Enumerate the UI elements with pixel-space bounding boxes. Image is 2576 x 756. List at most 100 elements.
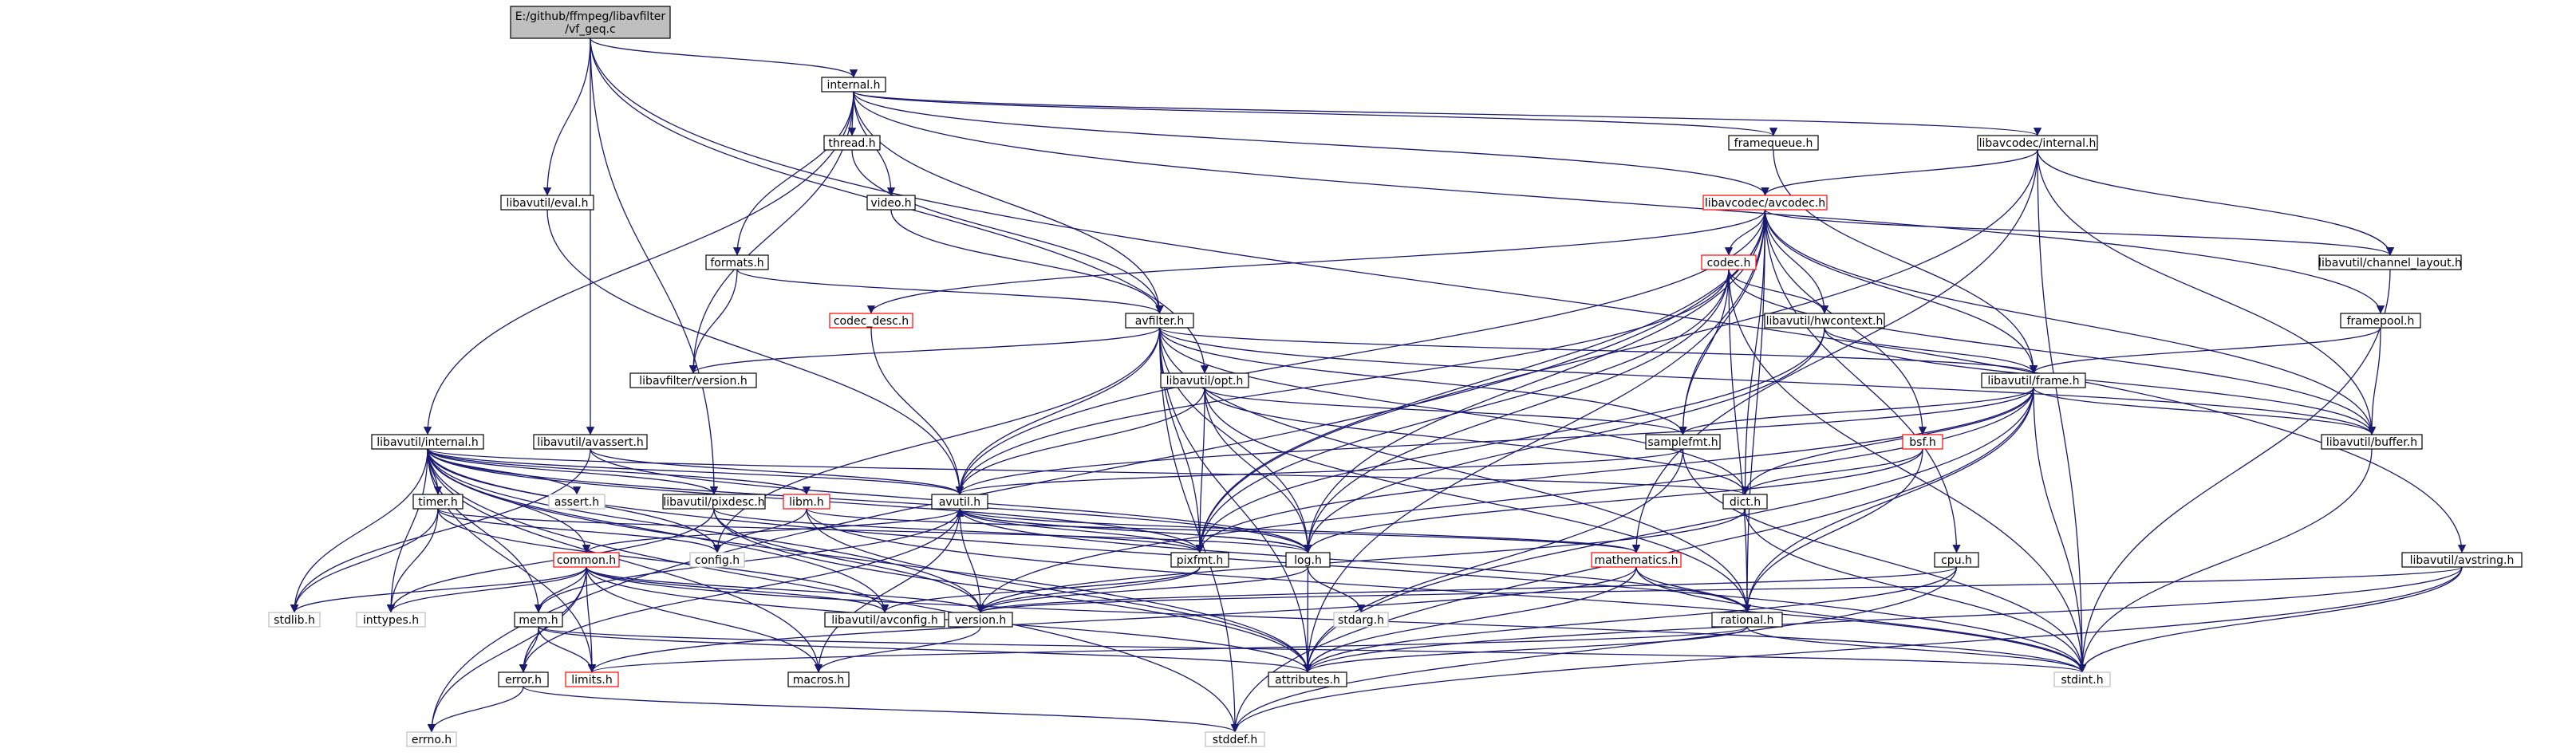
edge-libavcodec_internal_h-to-mathematics_h <box>1631 149 2038 553</box>
edge-libavutil_frame_h-to-avutil_h <box>955 387 2034 495</box>
edge-libavcodec_avcodec_h-to-dict_h <box>1741 209 1766 495</box>
node-label: log.h <box>1294 554 1322 567</box>
node-libavcodec-avcodec-h[interactable]: libavcodec/avcodec.h <box>1702 195 1828 211</box>
edge-codec_h-to-libavutil_hwcontext_h <box>1728 269 1829 314</box>
node-mem-h[interactable]: mem.h <box>514 612 563 628</box>
edge-internal_h-to-framequeue_h <box>853 91 1777 136</box>
node-label: mem.h <box>519 614 558 627</box>
edge-codec_h-to-samplefmt_h <box>1679 269 1730 435</box>
node-bsf-h[interactable]: bsf.h <box>1902 434 1943 450</box>
node-error-h[interactable]: error.h <box>498 671 549 687</box>
edge-avutil_h-to-macros_h <box>814 508 961 673</box>
node-box <box>1902 434 1943 450</box>
edge-framequeue_h-to-libavutil_frame_h <box>1773 149 2038 374</box>
node-attributes-h[interactable]: attributes.h <box>1268 671 1347 687</box>
node-log-h[interactable]: log.h <box>1285 552 1331 568</box>
node-video-h[interactable]: video.h <box>866 195 916 211</box>
edge-libavcodec_avcodec_h-to-errno_h <box>427 209 1766 733</box>
node-libavutil-channel-layout-h[interactable]: libavutil/channel_layout.h <box>2318 254 2462 270</box>
node-rational-h[interactable]: rational.h <box>1711 612 1783 628</box>
edge-libavcodec_internal_h-to-libavutil_channel_layout_h <box>2037 149 2395 256</box>
node-label: avutil.h <box>939 496 980 509</box>
edge-codec_h-to-avutil_h <box>955 269 1730 495</box>
node-box <box>829 313 913 329</box>
edge-internal_h-to-framepool_h <box>853 91 2385 314</box>
node-label: video.h <box>870 197 911 210</box>
edge-libavcodec_avcodec_h-to-codec_desc_h <box>866 209 1766 314</box>
node-label: mathematics.h <box>1594 554 1678 567</box>
node-root[interactable]: E:/github/ffmpeg/libavfilter/vf_geq.c <box>510 6 671 39</box>
node-label: assert.h <box>554 496 599 509</box>
node-libavutil-hwcontext-h[interactable]: libavutil/hwcontext.h <box>1764 313 1885 329</box>
node-box <box>553 552 620 568</box>
node-libavcodec-internal-h[interactable]: libavcodec/internal.h <box>1977 135 2098 151</box>
node-libavutil-pixdesc-h[interactable]: libavutil/pixdesc.h <box>662 494 766 510</box>
node-libavutil-buffer-h[interactable]: libavutil/buffer.h <box>2321 434 2423 450</box>
edge-libavcodec_avcodec_h-to-rational_h <box>1742 209 1766 613</box>
node-framequeue-h[interactable]: framequeue.h <box>1728 135 1819 151</box>
edge-internal_h-to-formats_h <box>732 91 854 256</box>
node-label: config.h <box>695 554 740 567</box>
node-label: common.h <box>557 554 616 567</box>
edge-avfilter_h-to-config_h <box>712 327 1161 553</box>
node-libavutil-eval-h[interactable]: libavutil/eval.h <box>500 195 594 211</box>
node-codec-desc-h[interactable]: codec_desc.h <box>829 313 913 329</box>
node-mathematics-h[interactable]: mathematics.h <box>1591 552 1682 568</box>
node-label: libavfilter/version.h <box>639 375 747 388</box>
edge-samplefmt_h-to-attributes_h <box>1303 448 1684 673</box>
edge-mem_h-to-error_h <box>519 626 539 673</box>
node-libm-h[interactable]: libm.h <box>783 494 830 510</box>
node-timer-h[interactable]: timer.h <box>412 494 464 510</box>
edge-libavutil_internal_h-to-dict_h <box>427 448 1750 495</box>
edge-libavcodec_avcodec_h-to-libavutil_buffer_h <box>1764 209 2377 435</box>
edge-video_h-to-avfilter_h <box>890 209 1164 314</box>
node-label: samplefmt.h <box>1647 436 1718 449</box>
node-errno-h: errno.h <box>406 731 457 747</box>
node-label: limits.h <box>571 674 612 687</box>
node-dict-h[interactable]: dict.h <box>1722 494 1768 510</box>
node-box <box>1591 552 1682 568</box>
node-macros-h[interactable]: macros.h <box>787 671 850 687</box>
node-label: libavcodec/internal.h <box>1979 137 2097 150</box>
edge-libavutil_avassert_h-to-avutil_h <box>590 448 965 495</box>
node-cpu-h[interactable]: cpu.h <box>1934 552 1979 568</box>
node-box <box>412 494 464 510</box>
node-framepool-h[interactable]: framepool.h <box>2340 313 2421 329</box>
edge-samplefmt_h-to-avutil_h <box>956 448 1684 495</box>
node-box <box>689 552 745 568</box>
node-samplefmt-h[interactable]: samplefmt.h <box>1645 434 1721 450</box>
node-formats-h[interactable]: formats.h <box>705 254 769 270</box>
node-libavutil-internal-h[interactable]: libavutil/internal.h <box>371 434 484 450</box>
node-libavfilter-version-h[interactable]: libavfilter/version.h <box>629 372 757 388</box>
node-libavutil-avstring-h[interactable]: libavutil/avstring.h <box>2401 552 2523 568</box>
node-libavutil-avconfig-h[interactable]: libavutil/avconfig.h <box>824 612 945 628</box>
node-box <box>1333 612 1389 628</box>
node-box <box>510 6 671 39</box>
edge-common_h-to-version_h <box>586 566 985 613</box>
node-internal-h[interactable]: internal.h <box>821 77 886 93</box>
edges-layer <box>290 37 2467 733</box>
node-label: framepool.h <box>2347 315 2415 328</box>
node-limits-h[interactable]: limits.h <box>565 671 619 687</box>
node-libavutil-avassert-h[interactable]: libavutil/avassert.h <box>533 434 648 450</box>
node-thread-h[interactable]: thread.h <box>823 135 881 151</box>
node-common-h[interactable]: common.h <box>553 552 620 568</box>
edge-libavutil_pixdesc_h-to-inttypes_h <box>386 508 715 613</box>
edge-libavutil_opt_h-to-samplefmt_h <box>1204 387 1687 435</box>
edge-framepool_h-to-libavutil_frame_h <box>2029 327 2381 374</box>
node-libavutil-opt-h[interactable]: libavutil/opt.h <box>1160 372 1249 388</box>
node-label: thread.h <box>828 137 875 150</box>
node-codec-h[interactable]: codec.h <box>1701 254 1757 270</box>
node-avutil-h[interactable]: avutil.h <box>931 494 988 510</box>
node-box <box>371 434 484 450</box>
edge-libavutil_internal_h-to-log_h <box>427 448 1312 553</box>
node-box <box>866 195 916 211</box>
node-pixfmt-h[interactable]: pixfmt.h <box>1170 552 1229 568</box>
node-box <box>823 135 881 151</box>
node-libavutil-frame-h[interactable]: libavutil/frame.h <box>1981 372 2086 388</box>
node-version-h[interactable]: version.h <box>948 612 1013 628</box>
node-box <box>821 77 886 93</box>
node-avfilter-h[interactable]: avfilter.h <box>1125 313 1194 329</box>
edge-libavcodec_avcodec_h-to-cpu_h <box>1764 209 1961 553</box>
